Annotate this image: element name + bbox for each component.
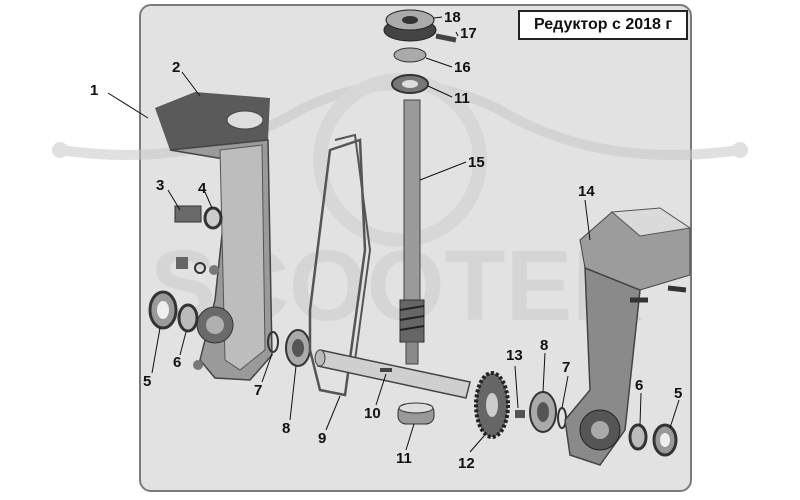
label-part-7-right: 7 bbox=[562, 359, 570, 376]
label-part-5-right: 5 bbox=[674, 385, 682, 402]
gear bbox=[474, 371, 525, 439]
label-part-8-right: 8 bbox=[540, 337, 548, 354]
label-part-11-top: 11 bbox=[454, 90, 470, 107]
label-part-8-left: 8 bbox=[282, 420, 290, 437]
right-bearing-group bbox=[529, 391, 567, 433]
label-part-17: 17 bbox=[460, 25, 477, 42]
label-part-2: 2 bbox=[172, 59, 180, 76]
output-shaft bbox=[314, 349, 471, 399]
diagram-title: Редуктор с 2018 г bbox=[518, 10, 688, 40]
lower-bearing bbox=[397, 402, 435, 425]
label-part-18: 18 bbox=[444, 9, 461, 26]
label-part-14: 14 bbox=[578, 183, 595, 200]
label-part-15: 15 bbox=[468, 154, 485, 171]
right-housing bbox=[564, 207, 692, 466]
left-seals bbox=[148, 290, 203, 370]
label-part-7-left: 7 bbox=[254, 382, 262, 399]
label-part-5-left: 5 bbox=[143, 373, 151, 390]
label-part-13: 13 bbox=[506, 347, 523, 364]
label-part-6-right: 6 bbox=[635, 377, 643, 394]
label-part-16: 16 bbox=[454, 59, 471, 76]
worm-shaft bbox=[399, 99, 425, 365]
label-part-6-left: 6 bbox=[173, 354, 181, 371]
label-part-4: 4 bbox=[198, 180, 207, 197]
label-part-1: 1 bbox=[90, 82, 98, 99]
right-seals bbox=[628, 423, 678, 457]
label-part-9: 9 bbox=[318, 430, 326, 447]
part-labels: 1 2 3 4 5 6 7 8 9 10 11 12 13 8 7 14 15 … bbox=[90, 9, 682, 472]
label-part-12: 12 bbox=[458, 455, 475, 472]
bolt-and-washer bbox=[174, 205, 223, 275]
left-housing bbox=[155, 92, 273, 381]
label-part-3: 3 bbox=[156, 177, 164, 194]
leader-lines bbox=[107, 16, 680, 453]
label-part-11-bottom: 11 bbox=[396, 450, 412, 467]
top-stack bbox=[383, 9, 457, 94]
label-part-10: 10 bbox=[364, 405, 381, 422]
